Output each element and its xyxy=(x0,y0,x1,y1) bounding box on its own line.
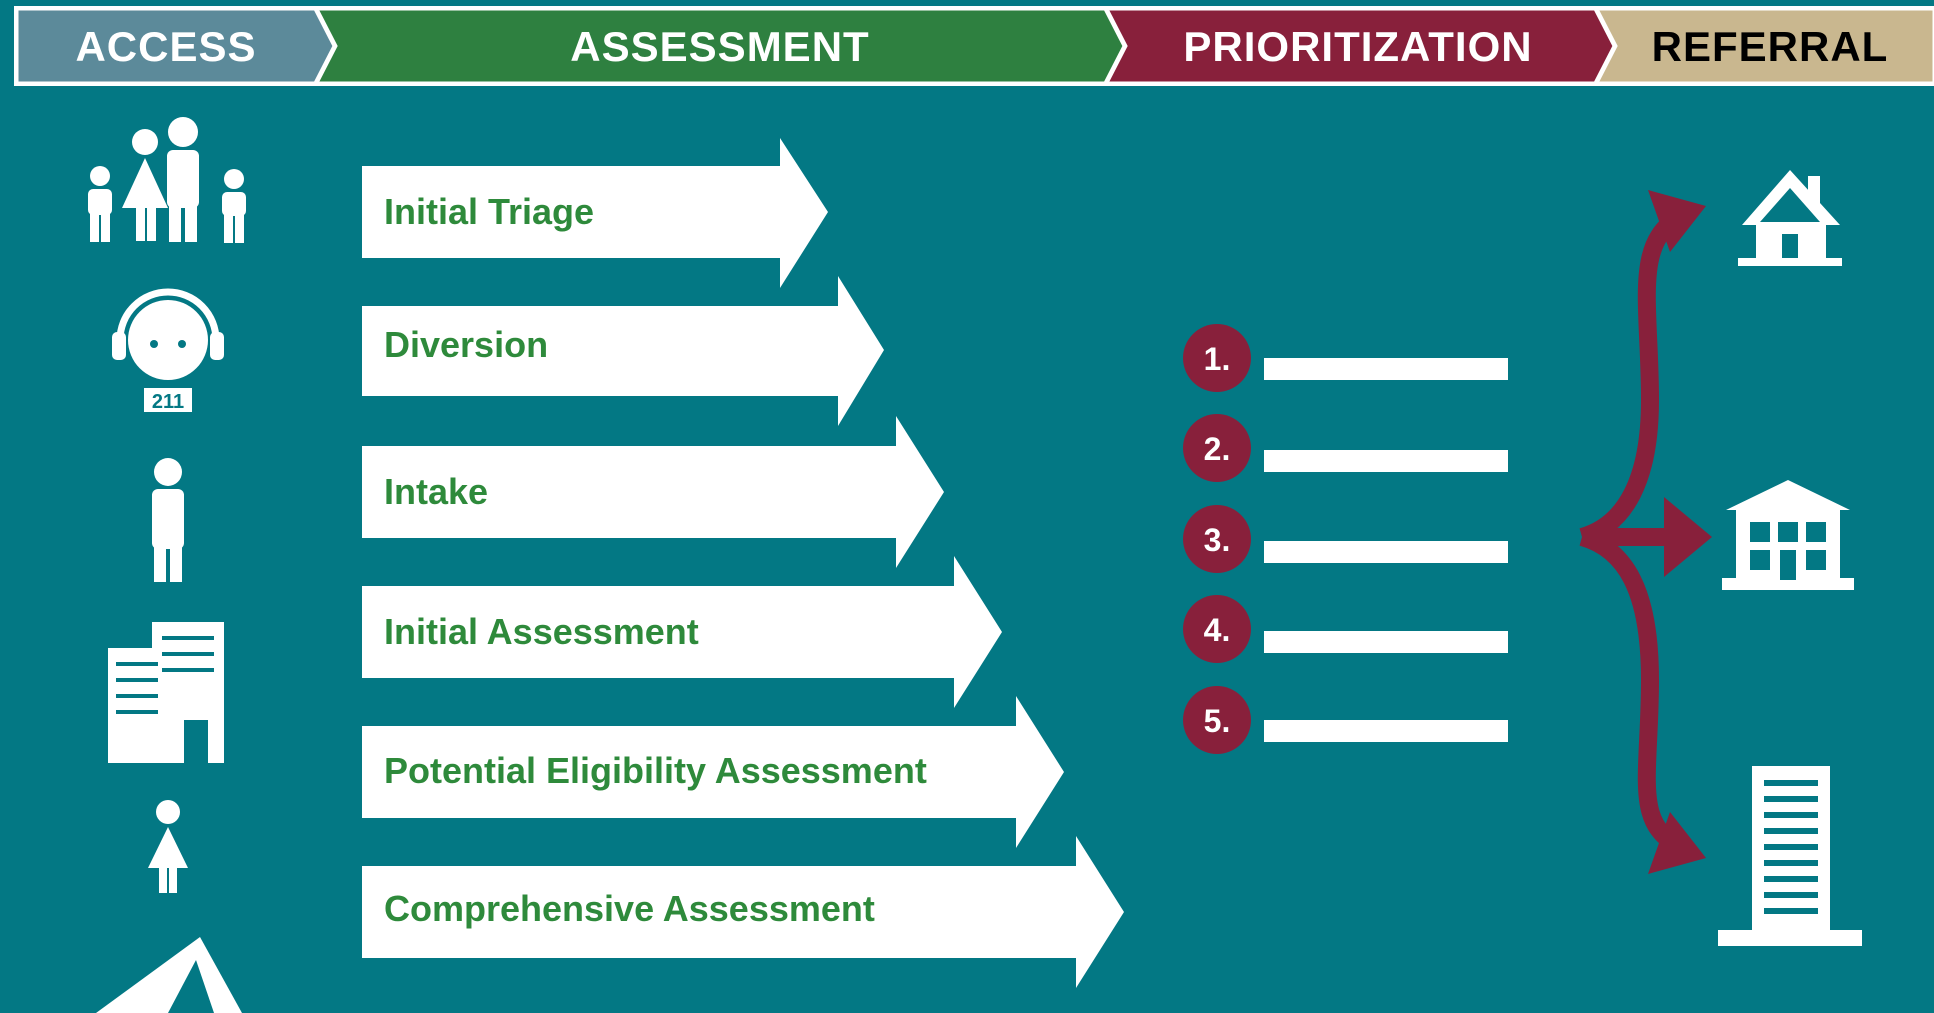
stage-prioritization-label: PRIORITIZATION xyxy=(1183,23,1532,70)
step-label: Initial Assessment xyxy=(384,611,699,652)
referral-arrowheads xyxy=(1648,190,1712,874)
priority-item: 2. xyxy=(1183,414,1508,482)
step-arrow: Initial Triage xyxy=(362,138,828,288)
priority-line xyxy=(1264,720,1508,742)
call-center-badge: 211 xyxy=(152,391,184,413)
person-icon xyxy=(152,458,184,582)
step-label: Initial Triage xyxy=(384,191,594,232)
step-label: Comprehensive Assessment xyxy=(384,888,875,929)
stage-prioritization xyxy=(1104,7,1616,85)
step-arrow: Intake xyxy=(362,416,944,568)
priority-number: 1. xyxy=(1204,341,1231,377)
step-label: Diversion xyxy=(384,324,548,365)
priority-line xyxy=(1264,631,1508,653)
stage-access-label: ACCESS xyxy=(75,23,256,70)
step-label: Intake xyxy=(384,471,488,512)
step-arrow: Comprehensive Assessment xyxy=(362,836,1124,988)
priority-number: 3. xyxy=(1204,522,1231,558)
family-icon xyxy=(88,117,246,243)
access-icons: 211 xyxy=(88,117,246,1013)
priority-item: 5. xyxy=(1183,686,1508,754)
referral-icons xyxy=(1718,170,1862,946)
step-arrow: Initial Assessment xyxy=(362,556,1002,708)
priority-line xyxy=(1264,450,1508,472)
arrowhead-up xyxy=(1648,190,1706,252)
stage-assessment xyxy=(314,7,1126,85)
arrowhead-middle xyxy=(1664,497,1712,577)
stage-assessment-label: ASSESSMENT xyxy=(570,23,869,70)
stage-referral xyxy=(1594,7,1934,85)
priority-line xyxy=(1264,541,1508,563)
tent-icon xyxy=(96,937,242,1013)
priority-line xyxy=(1264,358,1508,380)
call-center-icon: 211 xyxy=(112,288,224,413)
priority-number: 2. xyxy=(1204,431,1231,467)
referral-brace xyxy=(1579,203,1694,859)
brace-lower xyxy=(1579,528,1694,859)
stage-header-bar: ACCESS ASSESSMENT PRIORITIZATION REFERRA… xyxy=(14,6,1934,86)
assessment-steps: Initial Triage Diversion Intake Initial … xyxy=(362,138,1124,988)
child-icon xyxy=(148,800,188,893)
step-arrow: Diversion xyxy=(362,276,884,426)
priority-item: 1. xyxy=(1183,324,1508,392)
priority-item: 4. xyxy=(1183,595,1508,663)
priority-item: 3. xyxy=(1183,505,1508,573)
arrowhead-down xyxy=(1648,812,1706,874)
shelter-building-icon xyxy=(1722,480,1854,590)
brace-upper xyxy=(1579,203,1694,546)
stage-referral-label: REFERRAL xyxy=(1652,23,1889,70)
stage-access xyxy=(15,7,336,85)
house-icon xyxy=(1738,170,1842,266)
priority-number: 5. xyxy=(1204,703,1231,739)
priority-list: 1. 2. 3. 4. 5. xyxy=(1183,324,1508,754)
step-arrow: Potential Eligibility Assessment xyxy=(362,696,1064,848)
office-building-icon xyxy=(108,622,224,763)
step-label: Potential Eligibility Assessment xyxy=(384,750,927,791)
priority-number: 4. xyxy=(1204,612,1231,648)
apartment-tower-icon xyxy=(1718,766,1862,946)
